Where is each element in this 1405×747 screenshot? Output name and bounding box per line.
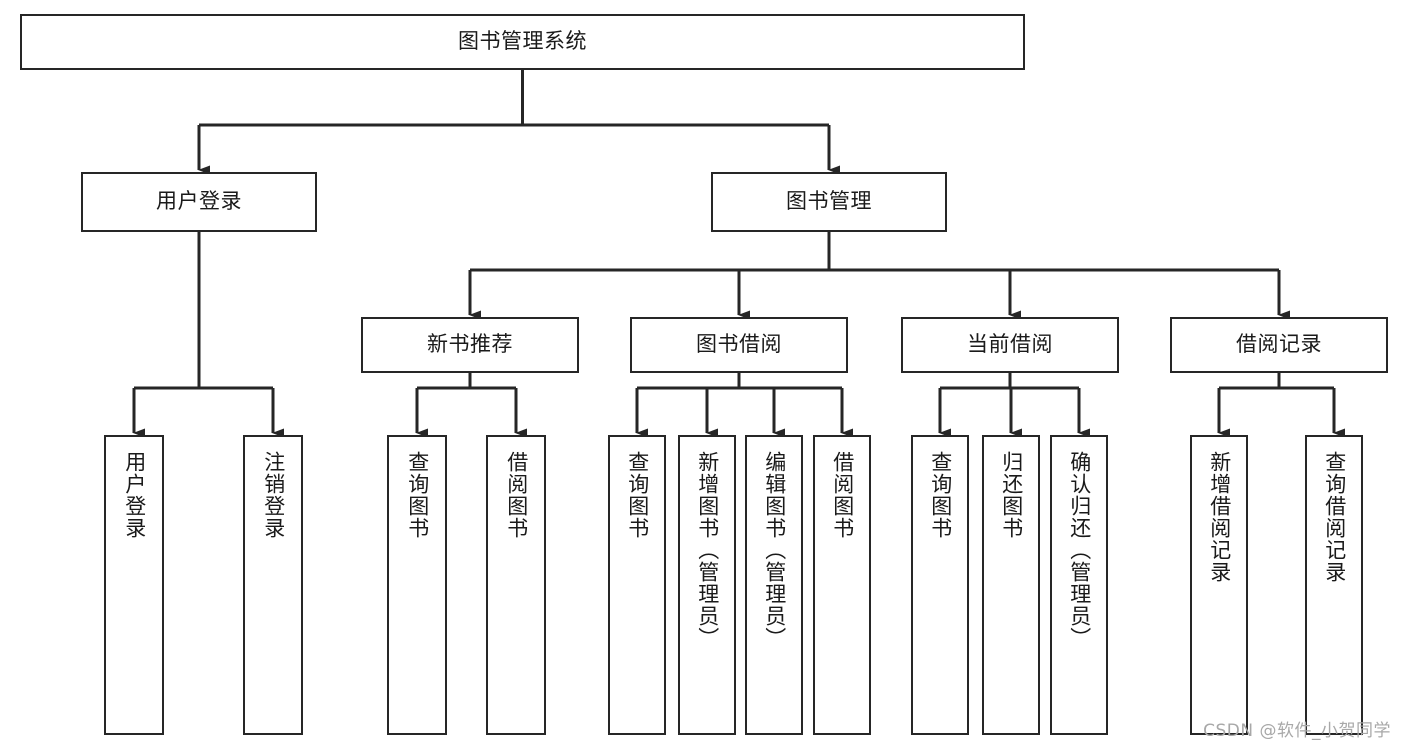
node-leaf-cur-query[interactable]: 查询图书 (911, 435, 969, 735)
node-current-borrow[interactable]: 当前借阅 (901, 317, 1119, 373)
node-leaf-brw-add[interactable]: 新增图书（管理员） (678, 435, 736, 735)
node-label: 借阅图书 (830, 451, 855, 539)
node-label: 查询图书 (405, 451, 430, 539)
node-label: 注销登录 (261, 451, 286, 539)
node-leaf-rcd-query[interactable]: 查询借阅记录 (1305, 435, 1363, 735)
node-label: 借阅记录 (1236, 332, 1322, 357)
node-label: 图书管理系统 (458, 29, 587, 54)
node-root[interactable]: 图书管理系统 (20, 14, 1025, 70)
node-label: 图书借阅 (696, 332, 782, 357)
node-label: 查询图书 (928, 451, 953, 539)
node-label: 编辑图书（管理员） (762, 451, 787, 649)
node-leaf-user-logout[interactable]: 注销登录 (243, 435, 303, 735)
connectors-group (132, 70, 1345, 438)
node-label: 新书推荐 (427, 332, 513, 357)
node-borrow-record[interactable]: 借阅记录 (1170, 317, 1388, 373)
node-new-book-rec[interactable]: 新书推荐 (361, 317, 579, 373)
node-leaf-cur-return[interactable]: 归还图书 (982, 435, 1040, 735)
node-leaf-brw-borrow[interactable]: 借阅图书 (813, 435, 871, 735)
node-label: 新增图书（管理员） (695, 451, 720, 649)
node-label: 用户登录 (122, 451, 147, 539)
node-label: 新增借阅记录 (1207, 451, 1232, 583)
node-leaf-rec-borrow[interactable]: 借阅图书 (486, 435, 546, 735)
node-label: 查询图书 (625, 451, 650, 539)
node-leaf-rec-query[interactable]: 查询图书 (387, 435, 447, 735)
node-leaf-brw-edit[interactable]: 编辑图书（管理员） (745, 435, 803, 735)
node-book-manage[interactable]: 图书管理 (711, 172, 947, 232)
node-leaf-user-login[interactable]: 用户登录 (104, 435, 164, 735)
node-label: 图书管理 (786, 189, 872, 214)
node-leaf-cur-confirm[interactable]: 确认归还（管理员） (1050, 435, 1108, 735)
node-label: 用户登录 (156, 189, 242, 214)
node-leaf-brw-query[interactable]: 查询图书 (608, 435, 666, 735)
node-label: 当前借阅 (967, 332, 1053, 357)
node-book-borrow[interactable]: 图书借阅 (630, 317, 848, 373)
node-label: 确认归还（管理员） (1067, 451, 1092, 649)
node-leaf-rcd-add[interactable]: 新增借阅记录 (1190, 435, 1248, 735)
node-user-login[interactable]: 用户登录 (81, 172, 317, 232)
node-label: 借阅图书 (504, 451, 529, 539)
node-label: 查询借阅记录 (1322, 451, 1347, 583)
node-label: 归还图书 (999, 451, 1024, 539)
